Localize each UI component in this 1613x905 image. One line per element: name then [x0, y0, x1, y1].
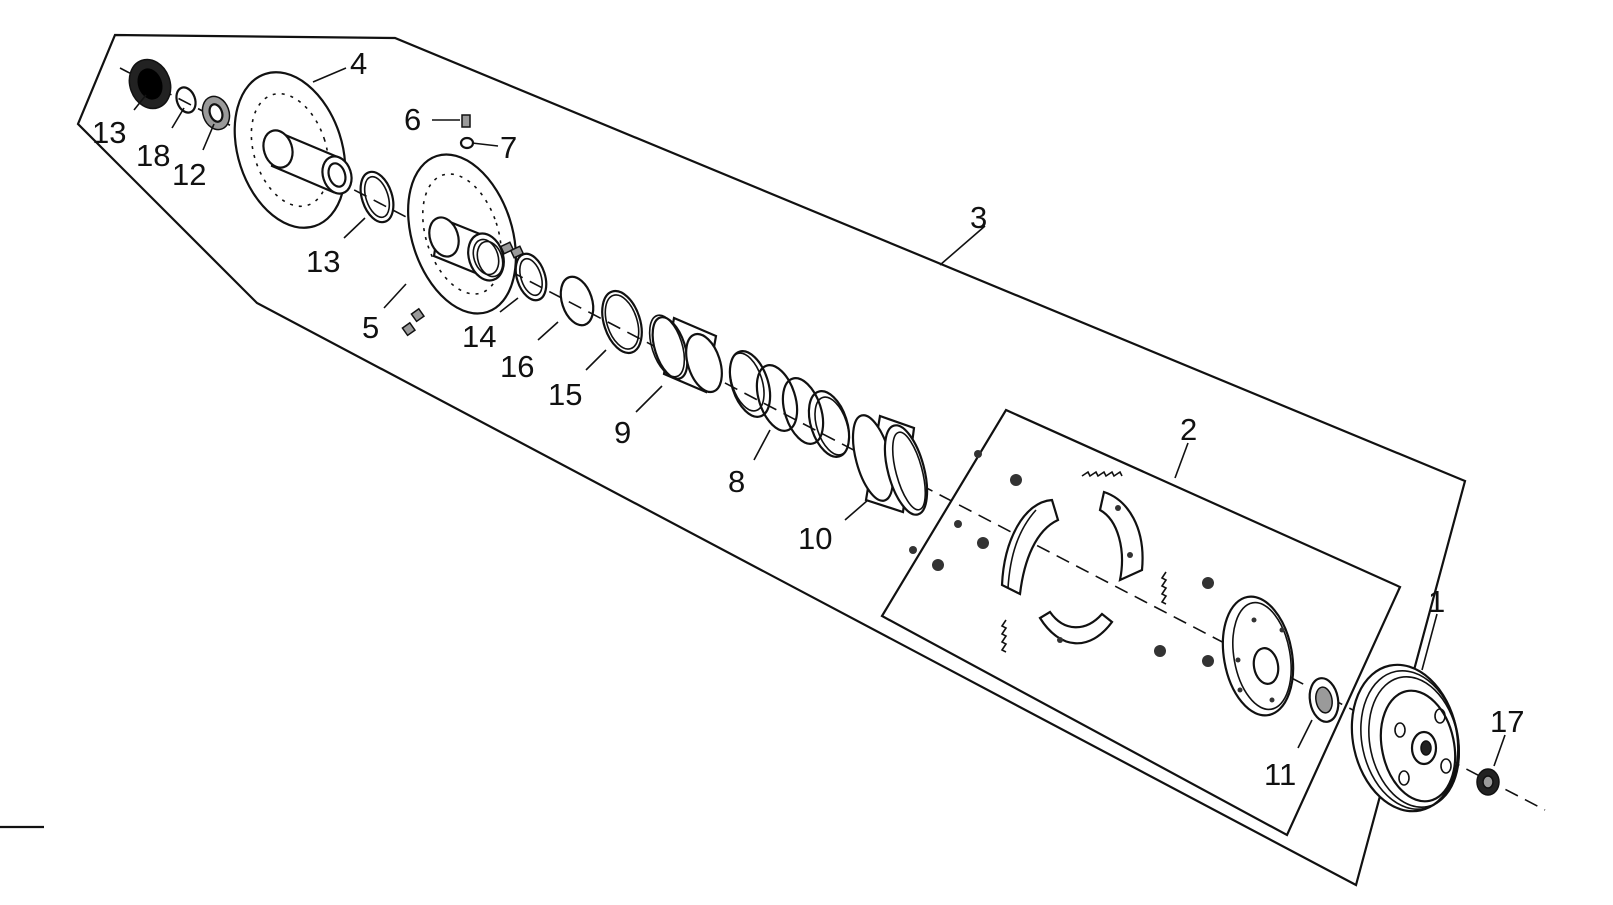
bearing-12	[201, 95, 231, 131]
washer-11	[1308, 677, 1340, 723]
label-9: 9	[614, 415, 631, 450]
label-4: 4	[350, 46, 367, 81]
label-5: 5	[362, 310, 379, 345]
ring-13	[359, 170, 395, 224]
screw-6	[461, 114, 471, 128]
label-15: 15	[548, 377, 582, 412]
ring-14	[514, 252, 548, 302]
label-11: 11	[1264, 757, 1296, 792]
clutch-bell-1	[1350, 663, 1460, 813]
ring-16	[559, 275, 595, 327]
sheave-5	[401, 153, 525, 337]
assembly-3-boundary	[76, 33, 1467, 887]
label-12: 12	[172, 157, 206, 192]
nut-17	[1476, 768, 1500, 796]
leader-lines	[133, 67, 1506, 767]
assembly-2-boundary	[880, 408, 1402, 837]
label-14: 14	[462, 319, 496, 354]
seat-10	[851, 414, 929, 516]
axis-line	[119, 67, 1546, 811]
label-1: 1	[1428, 584, 1445, 619]
label-16: 16	[500, 349, 534, 384]
bearing-13	[128, 58, 172, 110]
label-13-top: 13	[92, 115, 126, 150]
label-17: 17	[1490, 704, 1524, 739]
sheave-4	[233, 71, 353, 229]
clutch-assembly-2	[909, 450, 1295, 717]
label-18: 18	[136, 138, 170, 173]
part-labels: 13 18 12 4 13 5 6 7 14 16 15 9 8 10 3 2 …	[92, 46, 1524, 792]
label-7: 7	[500, 130, 517, 165]
label-10: 10	[798, 521, 832, 556]
spring-8	[728, 350, 851, 458]
washer-7	[459, 136, 475, 150]
ring-18	[175, 86, 197, 114]
label-8: 8	[728, 464, 745, 499]
label-2: 2	[1180, 412, 1197, 447]
label-13-mid: 13	[306, 244, 340, 279]
collar-9	[648, 314, 723, 394]
label-3: 3	[970, 200, 987, 235]
label-6: 6	[404, 102, 421, 137]
ring-15	[601, 289, 643, 355]
